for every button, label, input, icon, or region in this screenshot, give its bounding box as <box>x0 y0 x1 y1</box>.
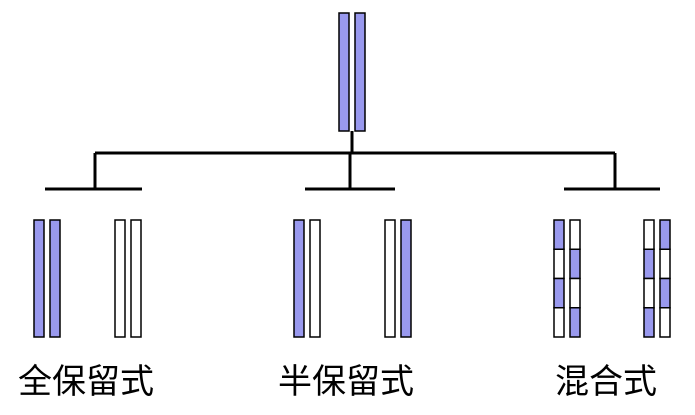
molecule-conservative-2 <box>114 219 142 338</box>
molecule-semiconservative-2 <box>384 219 412 338</box>
strand-segment <box>400 219 412 338</box>
molecule-dispersive-1 <box>553 219 581 338</box>
molecule-conservative-1 <box>33 219 61 338</box>
model-label-semiconservative: 半保留式 <box>278 362 414 402</box>
strand-segment <box>643 307 655 338</box>
strand-segment <box>643 219 655 250</box>
strand-segment <box>309 219 321 338</box>
parent-strand-left <box>338 12 350 132</box>
strand-segment <box>49 219 61 338</box>
strand-segment <box>659 248 671 280</box>
strand-segment <box>659 277 671 309</box>
model-label-dispersive: 混合式 <box>555 362 657 402</box>
molecule-dispersive-2 <box>643 219 671 338</box>
strand-segment <box>553 219 565 250</box>
daughter-molecules <box>33 219 671 338</box>
strand-segment <box>569 219 581 250</box>
strand-segment <box>659 219 671 250</box>
strand-segment <box>130 219 142 338</box>
parent-molecule <box>338 12 366 132</box>
tree-connectors <box>45 131 660 191</box>
strand-segment <box>569 277 581 309</box>
strand-segment <box>33 219 45 338</box>
strand-segment <box>293 219 305 338</box>
strand-segment <box>643 248 655 280</box>
strand-segment <box>553 248 565 280</box>
strand-segment <box>553 307 565 338</box>
strand-segment <box>553 277 565 309</box>
strand-segment <box>659 307 671 338</box>
parent-strand-right <box>354 12 366 132</box>
molecule-semiconservative-1 <box>293 219 321 338</box>
model-label-conservative: 全保留式 <box>18 362 154 402</box>
strand-segment <box>569 248 581 280</box>
strand-segment <box>384 219 396 338</box>
strand-segment <box>114 219 126 338</box>
strand-segment <box>643 277 655 309</box>
strand-segment <box>569 307 581 338</box>
